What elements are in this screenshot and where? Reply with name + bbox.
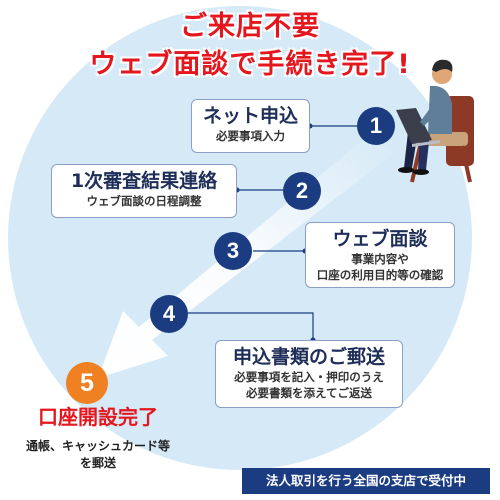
step-1-title: ネット申込 [202, 105, 298, 127]
step-1-desc: 必要事項入力 [216, 129, 285, 143]
final-step-title: 口座開設完了 [38, 405, 158, 429]
step-2-box: 1次審査結果連絡 ウェブ面談の日程調整 [51, 164, 237, 218]
final-step-desc: 通帳、キャッシュカード等 を郵送 [0, 438, 196, 472]
step-5-number: 5 [66, 362, 108, 404]
step-4-box: 申込書類のご郵送 必要事項を記入・押印のうえ 必要書類を添えてご返送 [215, 340, 403, 408]
title-line-1: ご来店不要 [180, 11, 320, 42]
step-3-number: 3 [214, 232, 252, 270]
step-4-desc-line-2: 必要書類を添えてご返送 [246, 386, 372, 400]
step-4-number: 4 [150, 295, 188, 333]
step-4-title: 申込書類のご郵送 [232, 346, 385, 368]
step-3-title: ウェブ面談 [332, 228, 428, 250]
person-laptop-icon [396, 59, 474, 183]
step-3-desc-line-1: 事業内容や [351, 252, 409, 266]
step-4-desc-line-1: 必要事項を記入・押印のうえ [234, 370, 384, 384]
connector-4 [188, 312, 314, 340]
step-3-box: ウェブ面談 事業内容や 口座の利用目的等の確認 [305, 222, 455, 288]
step-2-number: 2 [283, 172, 321, 210]
final-step-desc-line-1: 通帳、キャッシュカード等 [25, 439, 170, 453]
step-2-desc: ウェブ面談の日程調整 [86, 194, 202, 208]
step-3-desc-line-2: 口座の利用目的等の確認 [316, 268, 444, 282]
step-2-title: 1次審査結果連絡 [70, 170, 218, 192]
footer-banner: 法人取引を行う全国の支店で受付中 [242, 468, 490, 494]
final-step-desc-line-2: を郵送 [79, 456, 116, 470]
step-1-box: ネット申込 必要事項入力 [191, 99, 310, 153]
step-1-number: 1 [357, 107, 395, 145]
title-line-2: ウェブ面談で手続き完了! [89, 49, 411, 80]
